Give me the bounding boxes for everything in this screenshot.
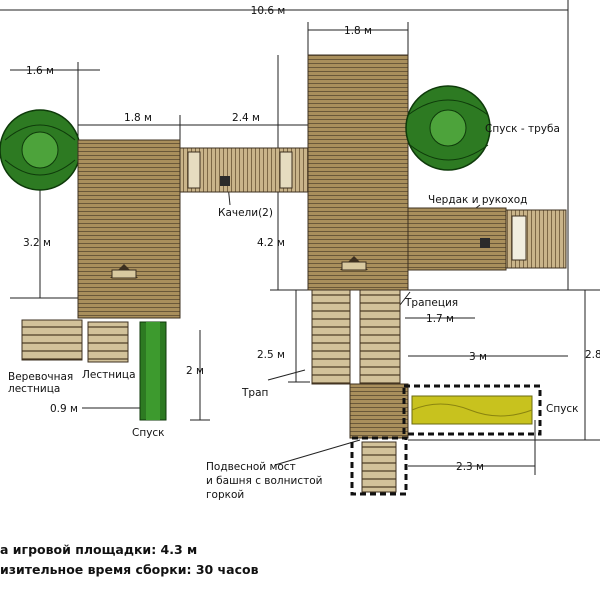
- right-tower: [307, 54, 409, 291]
- label-bridge-1: Подвесной мост: [206, 461, 296, 473]
- label-trapeze: Трапеция: [404, 297, 458, 309]
- dim-swing-span: 2.4 м: [232, 112, 260, 124]
- label-bridge-3: горкой: [206, 489, 244, 501]
- label-rope-ladder-2: лестница: [8, 383, 60, 395]
- dim-bridge-slide-span: 2.3 м: [456, 461, 484, 473]
- label-attic-monkey-bars: Чердак и рукоход: [428, 194, 527, 206]
- dim-swing-left-offset: 1.6 м: [26, 65, 54, 77]
- footer-line-1: а игровой площадки: 4.3 м: [0, 542, 197, 557]
- dim-slide-offset: 3 м: [469, 351, 487, 363]
- left-tower: [77, 139, 181, 319]
- attic-monkey-bars: [407, 207, 567, 271]
- ramp-ladders: [311, 289, 409, 439]
- footer-line-2: изительное время сборки: 30 часов: [0, 562, 259, 577]
- label-tube-slide: Спуск - труба: [485, 123, 560, 135]
- label-bridge-2: и башня с волнистой: [206, 475, 322, 487]
- label-ramp: Трап: [241, 387, 268, 399]
- rope-ladder: [21, 319, 83, 361]
- label-swings: Качели(2): [218, 207, 273, 219]
- dim-left-depth: 3.2 м: [23, 237, 51, 249]
- right-tube-slide: [405, 85, 491, 171]
- label-slide-left: Спуск: [132, 427, 165, 439]
- dim-right-depth: 2.8: [585, 349, 600, 361]
- dim-trapeze-span: 1.7 м: [426, 313, 454, 325]
- left-tube-slide: [0, 109, 81, 191]
- ladder: [87, 321, 129, 363]
- label-slide-right: Спуск: [546, 403, 579, 415]
- label-rope-ladder-1: Веревочная: [8, 371, 73, 383]
- left-slide: [139, 321, 167, 421]
- dim-tower-right-depth: 4.2 м: [257, 237, 285, 249]
- dim-tower-right-width: 1.8 м: [344, 25, 372, 37]
- dim-left-slide-length: 2 м: [186, 365, 204, 377]
- label-ladder: Лестница: [82, 369, 136, 381]
- dim-total-width: 10.6 м: [251, 5, 286, 17]
- swing-beam: [179, 147, 309, 193]
- bridge-tower: [350, 384, 542, 496]
- dim-rope-ladder-width: 0.9 м: [50, 403, 78, 415]
- dim-ramp-length: 2.5 м: [257, 349, 285, 361]
- dim-tower-left-width: 1.8 м: [124, 112, 152, 124]
